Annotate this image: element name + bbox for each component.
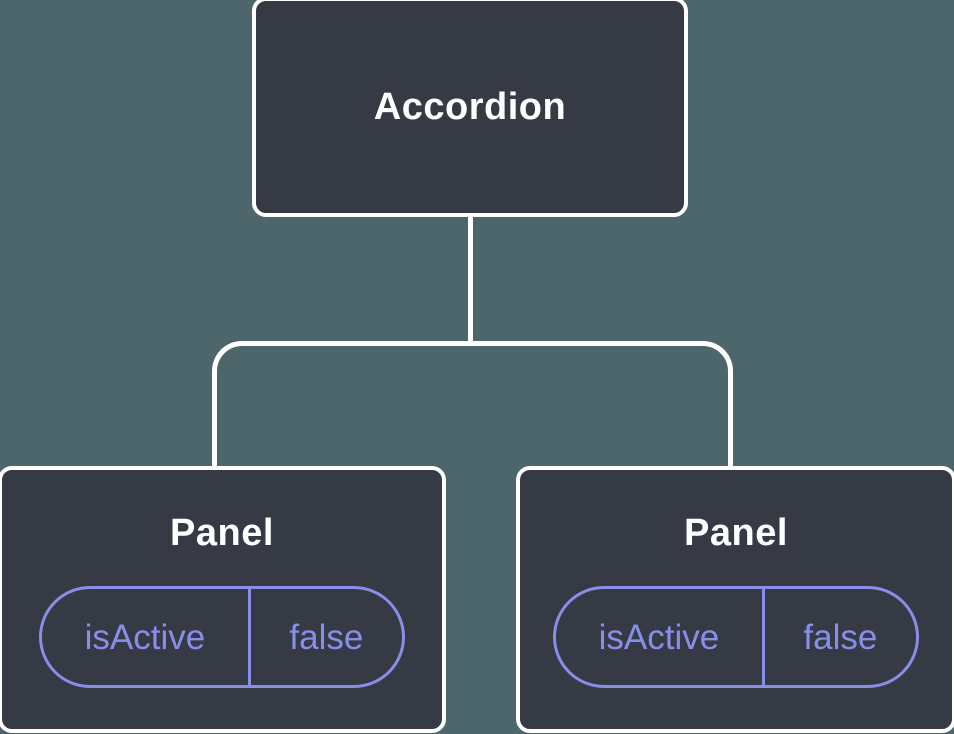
tree-node-accordion: Accordion [252,0,688,217]
panel-right-state-pill: isActive false [553,586,919,688]
panel-right-label: Panel [684,512,788,554]
tree-node-panel-left: Panel isActive false [0,466,446,733]
state-key: isActive [556,589,765,685]
state-key: isActive [42,589,251,685]
connector-stem [468,216,473,344]
panel-left-label: Panel [170,512,274,554]
state-value: false [289,617,364,657]
accordion-node-label: Accordion [373,86,567,128]
state-value: false [803,617,878,657]
connector-bracket [212,341,733,466]
tree-node-panel-right: Panel isActive false [516,466,954,733]
panel-left-state-pill: isActive false [39,586,405,688]
